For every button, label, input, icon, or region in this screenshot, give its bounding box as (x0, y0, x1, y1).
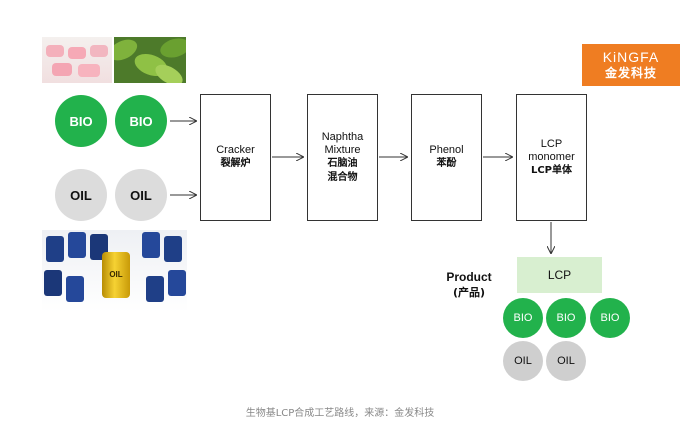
kingfa-logo: KiNGFA 金发科技 (582, 44, 680, 86)
bio-circle-1: BIO (55, 95, 107, 147)
product-oil-circle-2: OIL (546, 341, 586, 381)
process-box-naphtha: Naphtha Mixture 石脑油 混合物 (307, 94, 378, 221)
oil-circle-1: OIL (55, 169, 107, 221)
product-label-en: Product (446, 270, 492, 284)
plant-photo (114, 37, 186, 83)
step-label-cn: 苯酚 (436, 158, 457, 169)
process-box-cracker: Cracker 裂解炉 (200, 94, 271, 221)
step-label-en: Phenol (429, 144, 464, 156)
logo-text-cn: 金发科技 (604, 66, 657, 80)
process-box-phenol: Phenol 苯酚 (411, 94, 482, 221)
product-label: Product (产品) (438, 270, 500, 300)
meat-photo (42, 37, 112, 83)
process-box-lcp-monomer: LCP monomer LCP单体 (516, 94, 587, 221)
bio-circle-2: BIO (115, 95, 167, 147)
step-label-cn: 石脑油 混合物 (327, 157, 358, 183)
step-label-cn: LCP单体 (530, 164, 573, 176)
oil-circle-2: OIL (115, 169, 167, 221)
logo-text-en: KiNGFA (602, 49, 660, 65)
step-label-en: Naphtha Mixture (321, 130, 364, 156)
figure-caption: 生物基LCP合成工艺路线，来源：金发科技 (245, 408, 435, 419)
step-label-en: LCP monomer (528, 137, 575, 163)
step-label-en: Cracker (216, 144, 255, 156)
barrel-label: OIL (109, 270, 123, 279)
lcp-product-box: LCP (517, 257, 602, 293)
oil-barrels-photo: OIL (42, 230, 187, 312)
product-oil-circle-1: OIL (503, 341, 543, 381)
product-bio-circle-2: BIO (546, 298, 586, 338)
product-bio-circle-3: BIO (590, 298, 630, 338)
product-bio-circle-1: BIO (503, 298, 543, 338)
product-label-cn: (产品) (452, 286, 486, 299)
lcp-product-label: LCP (547, 268, 572, 282)
step-label-cn: 裂解炉 (220, 158, 251, 169)
